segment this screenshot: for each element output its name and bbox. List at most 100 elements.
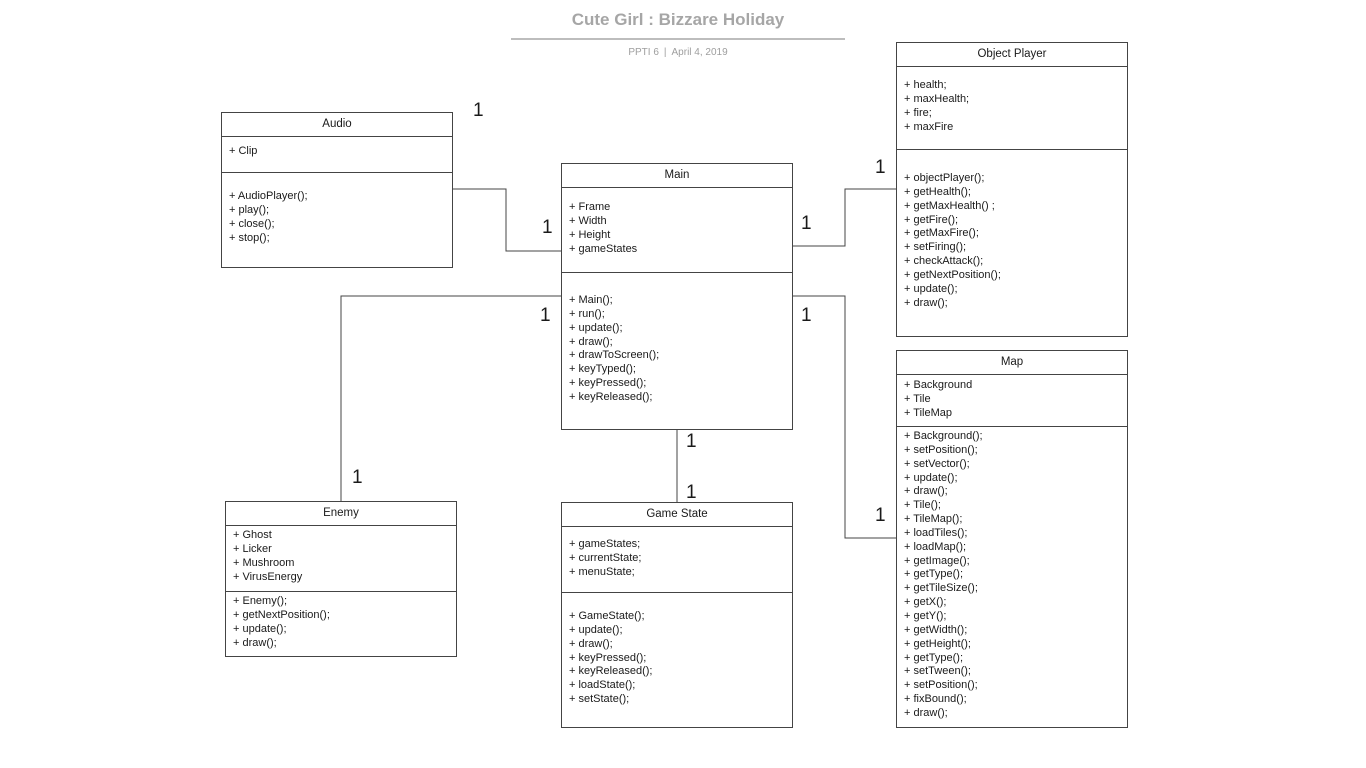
method-item: + keyReleased(); bbox=[569, 390, 653, 403]
title-underline bbox=[511, 38, 845, 40]
class-audio[interactable]: Audio + Clip + AudioPlayer();+ play();+ … bbox=[221, 112, 453, 268]
method-item: + setTween(); bbox=[904, 665, 971, 678]
attributes-section: + health;+ maxHealth;+ fire;+ maxFire bbox=[897, 79, 1127, 134]
section-divider bbox=[897, 426, 1127, 427]
multiplicity-audio: 1 bbox=[473, 100, 484, 121]
methods-section: + AudioPlayer();+ play();+ close();+ sto… bbox=[222, 190, 452, 245]
methods-section: + Background();+ setPosition();+ setVect… bbox=[897, 430, 1127, 721]
method-item: + getType(); bbox=[904, 651, 964, 664]
attribute-item: + Width bbox=[569, 214, 607, 227]
attribute-item: + Clip bbox=[229, 145, 258, 157]
attribute-item: + maxFire bbox=[904, 120, 954, 133]
method-item: + setState(); bbox=[569, 693, 630, 706]
link-main-object-player bbox=[793, 188, 897, 247]
method-item: + AudioPlayer(); bbox=[229, 190, 308, 202]
method-item: + update(); bbox=[904, 471, 958, 484]
section-divider bbox=[222, 172, 452, 173]
method-item: + fixBound(); bbox=[904, 693, 967, 706]
attributes-section: + Clip bbox=[222, 145, 452, 159]
method-item: + draw(); bbox=[569, 637, 613, 650]
multiplicity-enemy: 1 bbox=[352, 467, 363, 488]
section-divider bbox=[562, 592, 792, 593]
method-item: + getWidth(); bbox=[904, 623, 968, 636]
method-item: + TileMap(); bbox=[904, 513, 963, 526]
method-item: + keyReleased(); bbox=[569, 665, 653, 678]
attributes-section: + Frame+ Width+ Height+ gameStates bbox=[562, 201, 792, 256]
attribute-item: + health; bbox=[904, 79, 947, 91]
methods-section: + Main();+ run();+ update();+ draw();+ d… bbox=[562, 294, 792, 405]
attributes-section: + Background+ Tile+ TileMap bbox=[897, 379, 1127, 421]
multiplicity-main-enemy: 1 bbox=[540, 305, 551, 326]
attribute-item: + fire; bbox=[904, 106, 932, 119]
method-item: + getHeight(); bbox=[904, 637, 971, 650]
method-item: + keyTyped(); bbox=[569, 363, 636, 376]
class-game-state[interactable]: Game State + gameStates;+ currentState;+… bbox=[561, 502, 793, 728]
attribute-item: + TileMap bbox=[904, 406, 952, 419]
attribute-item: + Ghost bbox=[233, 529, 272, 541]
methods-section: + Enemy();+ getNextPosition();+ update()… bbox=[226, 595, 456, 650]
multiplicity-main-player: 1 bbox=[801, 213, 812, 234]
method-item: + keyPressed(); bbox=[569, 651, 647, 664]
method-item: + getMaxHealth() ; bbox=[904, 199, 995, 212]
multiplicity-main-audio: 1 bbox=[542, 217, 553, 238]
attribute-item: + Licker bbox=[233, 542, 272, 555]
method-item: + close(); bbox=[229, 217, 275, 230]
method-item: + checkAttack(); bbox=[904, 255, 984, 268]
method-item: + setFiring(); bbox=[904, 241, 967, 254]
class-enemy[interactable]: Enemy + Ghost+ Licker+ Mushroom+ VirusEn… bbox=[225, 501, 457, 657]
method-item: + setVector(); bbox=[904, 457, 970, 470]
attribute-item: + menuState; bbox=[569, 565, 635, 578]
attributes-section: + Ghost+ Licker+ Mushroom+ VirusEnergy bbox=[226, 529, 456, 584]
multiplicity-object-player: 1 bbox=[875, 157, 886, 178]
attribute-item: + VirusEnergy bbox=[233, 570, 303, 583]
class-map[interactable]: Map + Background+ Tile+ TileMap + Backgr… bbox=[896, 350, 1128, 728]
methods-section: + objectPlayer();+ getHealth();+ getMaxH… bbox=[897, 172, 1127, 310]
method-item: + setPosition(); bbox=[904, 679, 978, 692]
class-main[interactable]: Main + Frame+ Width+ Height+ gameStates … bbox=[561, 163, 793, 430]
method-item: + draw(); bbox=[233, 636, 277, 649]
method-item: + Main(); bbox=[569, 294, 613, 306]
multiplicity-main-map: 1 bbox=[801, 305, 812, 326]
subtitle-date: April 4, 2019 bbox=[671, 47, 728, 58]
method-item: + getImage(); bbox=[904, 554, 970, 567]
method-item: + update(); bbox=[569, 321, 623, 334]
diagram-title: Cute Girl : Bizzare Holiday bbox=[571, 10, 785, 29]
method-item: + draw(); bbox=[904, 485, 948, 498]
section-divider bbox=[226, 591, 456, 592]
class-object-player[interactable]: Object Player + health;+ maxHealth;+ fir… bbox=[896, 42, 1128, 337]
class-name: Map bbox=[897, 351, 1127, 375]
class-name: Object Player bbox=[897, 43, 1127, 67]
subtitle-group: PPTI 6 bbox=[628, 47, 659, 58]
attribute-item: + maxHealth; bbox=[904, 92, 970, 105]
class-name: Main bbox=[562, 164, 792, 188]
link-main-enemy bbox=[340, 295, 561, 501]
link-audio-main bbox=[453, 188, 561, 252]
method-item: + run(); bbox=[569, 307, 605, 320]
class-name: Enemy bbox=[226, 502, 456, 526]
attribute-item: + Background bbox=[904, 379, 973, 391]
method-item: + getNextPosition(); bbox=[904, 268, 1001, 281]
multiplicity-map: 1 bbox=[875, 505, 886, 526]
method-item: + getType(); bbox=[904, 568, 964, 581]
section-divider bbox=[562, 272, 792, 273]
attribute-item: + Frame bbox=[569, 201, 611, 213]
method-item: + Enemy(); bbox=[233, 595, 288, 607]
section-divider bbox=[897, 149, 1127, 150]
method-item: + setPosition(); bbox=[904, 443, 978, 456]
method-item: + getFire(); bbox=[904, 213, 959, 226]
method-item: + Background(); bbox=[904, 430, 983, 442]
attribute-item: + gameStates; bbox=[569, 538, 641, 550]
method-item: + loadTiles(); bbox=[904, 526, 968, 539]
multiplicity-main-game-state: 1 bbox=[686, 431, 697, 452]
method-item: + stop(); bbox=[229, 231, 270, 244]
method-item: + getMaxFire(); bbox=[904, 227, 979, 240]
method-item: + getX(); bbox=[904, 596, 947, 609]
class-name: Audio bbox=[222, 113, 452, 137]
attribute-item: + Mushroom bbox=[233, 556, 295, 569]
attributes-section: + gameStates;+ currentState;+ menuState; bbox=[562, 538, 792, 580]
method-item: + update(); bbox=[233, 622, 287, 635]
link-main-map bbox=[793, 295, 897, 539]
method-item: + GameState(); bbox=[569, 610, 645, 622]
attribute-item: + Tile bbox=[904, 392, 931, 405]
